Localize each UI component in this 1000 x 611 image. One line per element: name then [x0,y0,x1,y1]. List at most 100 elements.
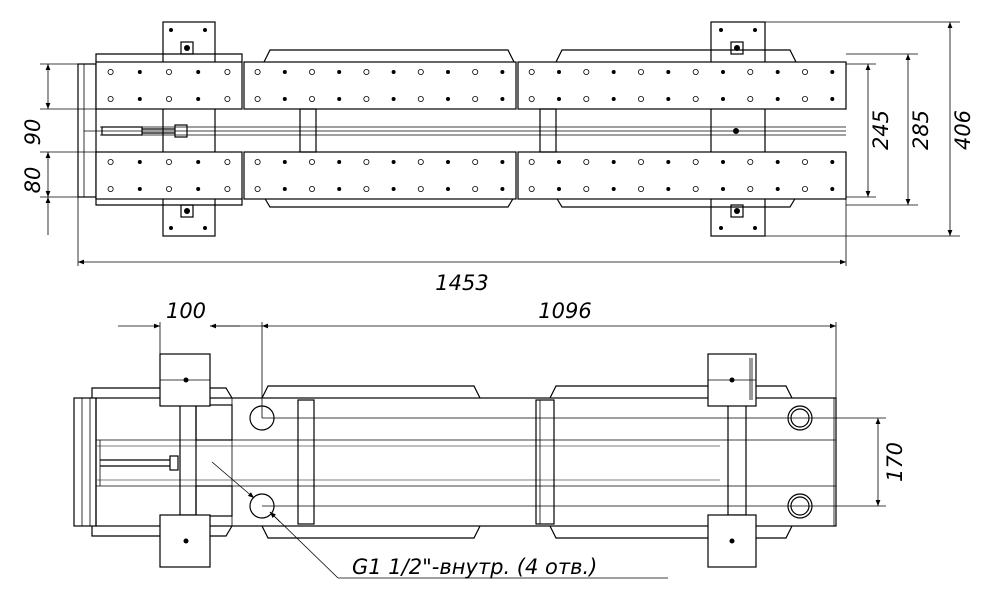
hole [165,69,172,76]
hole [472,158,479,165]
hole [775,159,780,164]
dim-90-label: 90 [21,119,45,146]
hole [692,158,699,165]
hole [337,70,342,75]
hole [583,185,590,192]
hole [747,96,754,103]
hole [666,97,671,102]
hole [802,96,809,103]
hole [196,186,201,191]
hole [557,70,562,75]
hole [830,70,835,75]
dim-100-label: 100 [166,299,206,323]
hole [254,185,261,192]
nut [174,124,188,138]
hole [638,158,645,165]
hole [830,159,835,164]
hole [666,159,671,164]
top-view: 1453 406 285 245 90 80 [21,21,975,295]
hole [254,158,261,165]
hole [165,158,172,165]
hole [196,70,201,75]
hole [583,96,590,103]
hole [721,70,726,75]
hole [692,69,699,76]
hole [196,159,201,164]
dim-1096-label: 1096 [538,299,591,323]
dim-285-label: 285 [909,110,933,150]
thread-callout: G1 1/2"-внутр. (4 отв.) [352,555,597,579]
hole [775,186,780,191]
hole [363,158,370,165]
hole [165,185,172,192]
hole [692,96,699,103]
hole [224,69,231,76]
hole [363,185,370,192]
hole [775,97,780,102]
hole [611,159,616,164]
hole [802,158,809,165]
hole [445,159,450,164]
hole [638,185,645,192]
dim-170-label: 170 [883,442,907,482]
hole [391,97,396,102]
hole [308,158,315,165]
hole [137,159,142,164]
hole [282,97,287,102]
hole [500,159,505,164]
hole [224,185,231,192]
center-point [733,128,739,134]
hole [611,186,616,191]
upper-plates [95,61,847,110]
hole [363,96,370,103]
hole [472,96,479,103]
hole [337,97,342,102]
hole [557,97,562,102]
hole [472,69,479,76]
hole [107,158,114,165]
end-cap [77,63,97,198]
lower-plates [95,151,847,200]
hole [747,185,754,192]
dim-406-label: 406 [951,110,975,150]
hole [721,97,726,102]
hole [282,159,287,164]
hole [282,70,287,75]
hole [802,69,809,76]
hole [254,69,261,76]
hole [196,97,201,102]
frame-body [95,397,837,527]
hole [308,185,315,192]
hole [417,69,424,76]
hole [830,97,835,102]
hole [583,69,590,76]
hole [747,69,754,76]
hole [747,158,754,165]
hole [417,158,424,165]
hole [337,159,342,164]
hole [308,96,315,103]
hole [137,97,142,102]
hole [666,186,671,191]
hole [775,70,780,75]
hole [528,69,535,76]
hole [638,69,645,76]
hole [254,96,261,103]
hole [500,70,505,75]
hole [445,97,450,102]
hole [528,185,535,192]
hole [391,186,396,191]
hole [224,96,231,103]
hole [165,96,172,103]
hole [611,70,616,75]
hole [363,69,370,76]
hole [445,70,450,75]
plate-holes [107,69,835,192]
hole [638,96,645,103]
side-brackets [159,353,757,568]
hole [107,69,114,76]
hole [137,186,142,191]
hole [308,69,315,76]
hole [500,186,505,191]
hole [472,185,479,192]
